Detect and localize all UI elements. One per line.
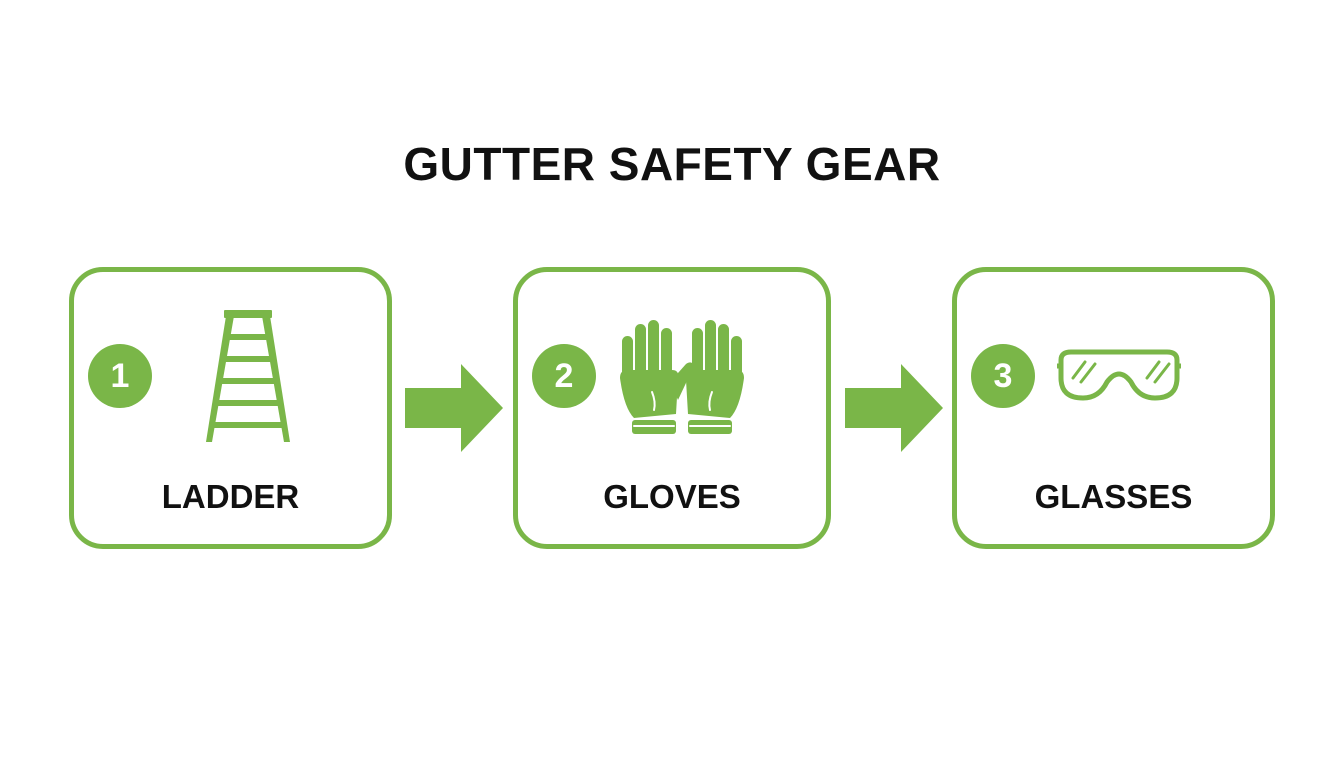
step-number-badge: 2 [532,344,596,408]
step-label: GLASSES [1034,478,1193,515]
step-card-glasses: 3 GLASSES [952,267,1275,549]
ladder-icon [206,310,290,442]
step-label: LADDER [161,478,300,515]
gloves-icon [620,320,744,434]
arrow-right-icon [405,364,503,452]
step-number-badge: 3 [971,344,1035,408]
arrow-right-icon [845,364,943,452]
step-card-gloves: 2 [513,267,831,549]
step-number-badge: 1 [88,344,152,408]
step-label: GLOVES [603,478,741,515]
diagram-title: GUTTER SAFETY GEAR [403,138,941,190]
safety-glasses-icon [1057,349,1181,401]
step-card-ladder: 1 LADDER [69,267,392,549]
